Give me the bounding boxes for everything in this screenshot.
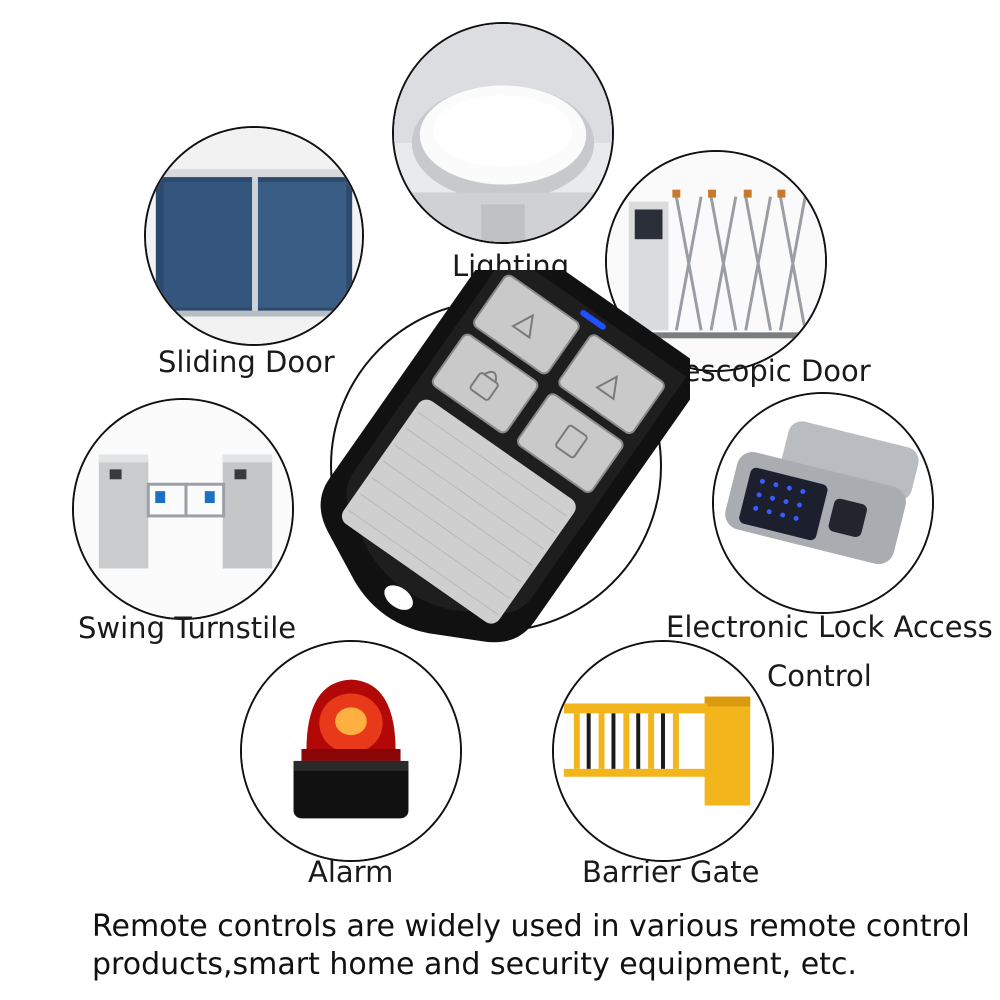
smart-lock-icon [714, 394, 932, 612]
caption: Remote controls are widely used in vario… [92, 908, 970, 984]
lighting-circle [392, 22, 614, 244]
electronic-lock-label-line2: Control [767, 659, 872, 693]
sliding-door-circle [144, 126, 364, 346]
ceiling-light-icon [394, 24, 612, 242]
barrier-gate-label: Barrier Gate [582, 855, 760, 889]
barrier-gate-icon [554, 642, 772, 860]
turnstile-icon [74, 400, 292, 618]
remote-control-icon [320, 234, 704, 643]
caption-line1: Remote controls are widely used in vario… [92, 909, 970, 944]
swing-turnstile-label: Swing Turnstile [78, 611, 297, 645]
electronic-lock-label-line1: Electronic Lock Access [666, 610, 993, 644]
caption-line2: products,smart home and security equipme… [92, 947, 857, 982]
barrier-gate-circle [552, 640, 774, 862]
sliding-door-icon [146, 128, 362, 344]
electronic-lock-circle [712, 392, 934, 614]
sliding-door-label: Sliding Door [158, 345, 335, 379]
alarm-label: Alarm [308, 855, 394, 889]
remote-control [300, 234, 704, 650]
alarm-circle [240, 640, 462, 862]
swing-turnstile-circle [72, 398, 294, 620]
alarm-beacon-icon [242, 642, 460, 860]
